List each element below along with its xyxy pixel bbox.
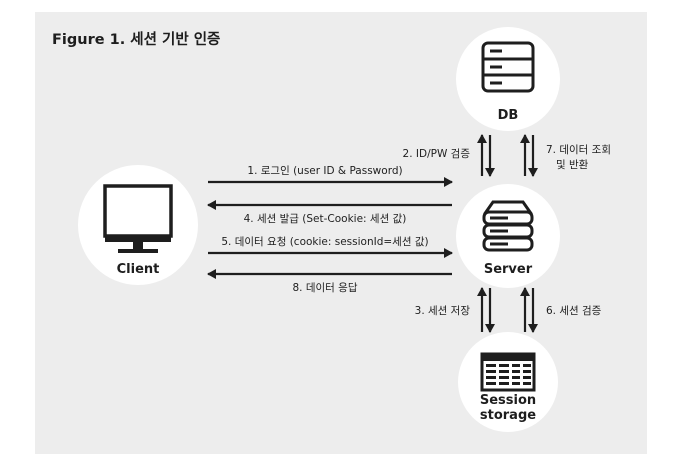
step-7-label-line2: 및 반환 — [556, 159, 589, 171]
arrows — [207, 134, 538, 333]
client-label: Client — [117, 262, 160, 277]
step-6-label: 6. 세션 검증 — [546, 305, 602, 317]
step-4-label: 4. 세션 발급 (Set-Cookie: 세션 값) — [244, 213, 407, 225]
step-2-label: 2. ID/PW 검증 — [403, 148, 471, 160]
monitor-icon — [103, 184, 173, 253]
session-label-line2: storage — [480, 408, 536, 423]
step-1-label: 1. 로그인 (user ID & Password) — [247, 165, 402, 177]
database-icon — [481, 41, 535, 93]
db-label: DB — [498, 108, 519, 123]
server-node: Server — [456, 184, 560, 288]
client-node: Client — [78, 165, 198, 285]
server-icon — [482, 200, 534, 252]
session-storage-node: Session storage — [458, 332, 558, 432]
session-label-line1: Session — [480, 393, 536, 408]
step-3-label: 3. 세션 저장 — [415, 305, 471, 317]
step-8-label: 8. 데이터 응답 — [293, 282, 358, 294]
server-label: Server — [484, 262, 533, 277]
storage-rack-icon — [480, 352, 536, 392]
figure-title: Figure 1. 세션 기반 인증 — [52, 30, 220, 48]
step-5-label: 5. 데이터 요청 (cookie: sessionId=세션 값) — [221, 236, 428, 248]
step-7-label-line1: 7. 데이터 조회 — [546, 144, 611, 156]
db-node: DB — [456, 27, 560, 131]
